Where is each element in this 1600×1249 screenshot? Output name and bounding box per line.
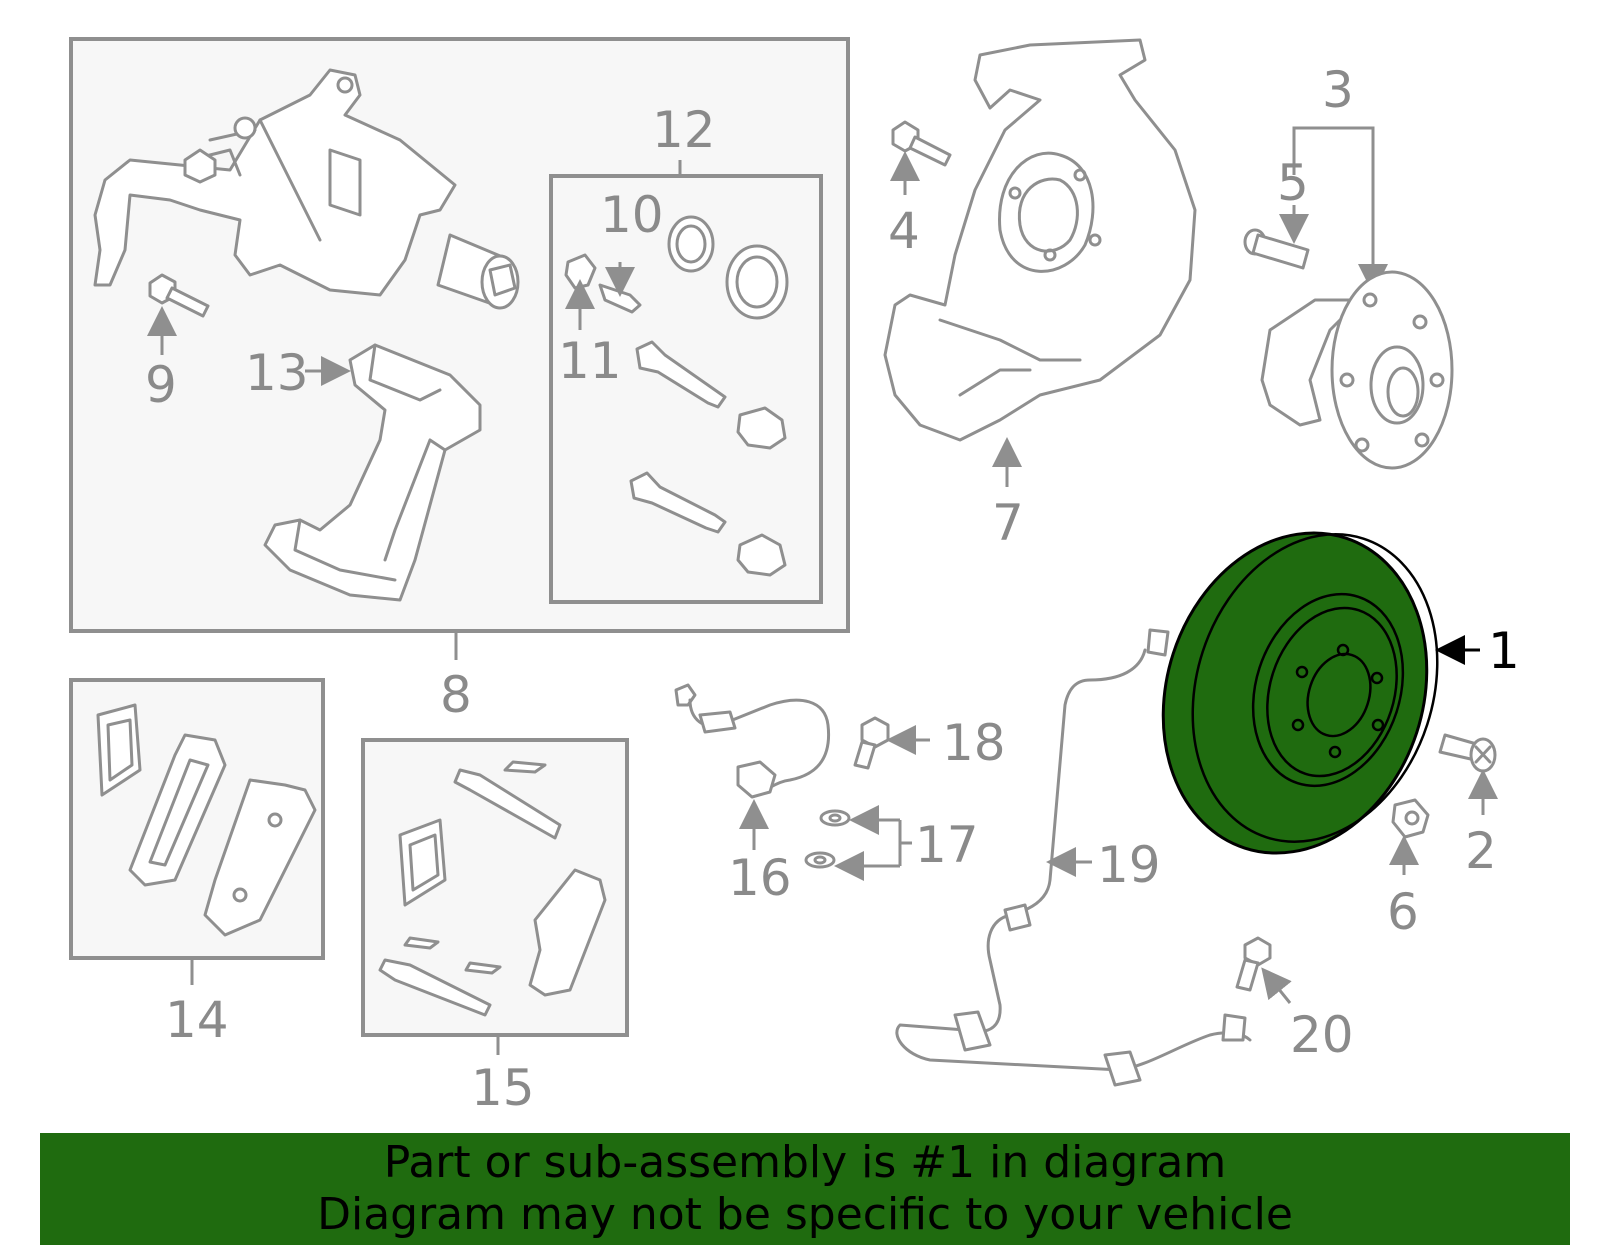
pad-hardware-illustration <box>378 760 607 1017</box>
brake-hose-illustration <box>674 683 831 799</box>
pad-hardware-kit-box[interactable] <box>361 738 629 1037</box>
banner-line-2: Diagram may not be specific to your vehi… <box>317 1189 1293 1240</box>
callout-13: 13 <box>245 344 309 402</box>
abs-sensor-harness-illustration <box>895 628 1252 1087</box>
nut-6-illustration <box>1391 798 1430 839</box>
caliper-hardware-kit-box[interactable]: 10 11 <box>549 174 823 604</box>
dust-shield-illustration <box>883 38 1197 442</box>
callout-2: 2 <box>1465 822 1497 880</box>
callout-3: 3 <box>1322 61 1354 119</box>
caliper-housing-illustration <box>93 68 520 310</box>
screw-2-illustration <box>1438 733 1497 773</box>
hardware-parts-illustration <box>564 215 789 577</box>
washers-17-illustration <box>804 809 851 869</box>
callout-8: 8 <box>440 666 472 724</box>
callout-17: 17 <box>915 816 979 874</box>
callout-1: 1 <box>1488 622 1520 680</box>
callout-19: 19 <box>1097 836 1161 894</box>
brake-pads-box[interactable] <box>69 678 325 960</box>
wheel-hub-illustration <box>1260 270 1454 470</box>
banner-line-1: Part or sub-assembly is #1 in diagram <box>383 1137 1227 1188</box>
callout-7: 7 <box>992 494 1024 552</box>
bolt-18-illustration <box>853 716 890 770</box>
callout-12: 12 <box>652 101 716 159</box>
callout-6: 6 <box>1387 883 1419 941</box>
wheel-stud-illustration <box>1243 228 1310 270</box>
info-banner: Part or sub-assembly is #1 in diagram Di… <box>40 1133 1570 1245</box>
bolt-9-illustration <box>148 273 210 318</box>
callout-16: 16 <box>728 849 792 907</box>
caliper-assembly-box[interactable]: 9 13 <box>69 37 850 633</box>
callout-5: 5 <box>1277 154 1309 212</box>
callout-4: 4 <box>888 202 920 260</box>
callout-20: 20 <box>1290 1006 1354 1064</box>
callout-15: 15 <box>471 1059 535 1117</box>
callout-14: 14 <box>165 991 229 1049</box>
bolt-4-illustration <box>891 120 952 167</box>
brake-rotor-highlighted[interactable] <box>1123 498 1476 887</box>
callout-18: 18 <box>942 714 1006 772</box>
caliper-carrier-illustration <box>263 343 482 602</box>
bolt-20-illustration <box>1235 936 1272 992</box>
callout-9: 9 <box>145 356 177 414</box>
callout-10: 10 <box>600 186 664 244</box>
callout-11: 11 <box>558 332 622 390</box>
brake-pads-illustration <box>96 703 317 937</box>
